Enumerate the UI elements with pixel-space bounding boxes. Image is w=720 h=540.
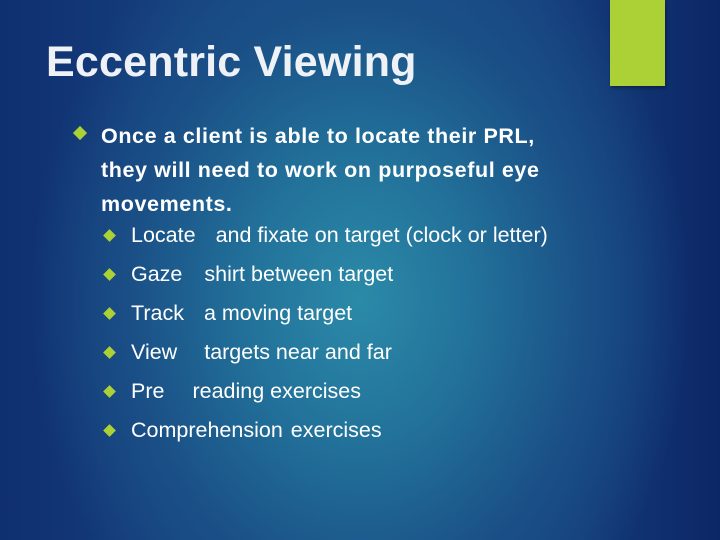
diamond-bullet-icon — [103, 268, 116, 281]
sub-bullet-rest: a moving target — [203, 301, 353, 325]
sub-bullet-text: Locate and fixate on target (clock or let… — [131, 220, 548, 250]
sub-bullet-lead: Track — [131, 301, 184, 325]
sub-bullet-lead: Locate — [131, 223, 196, 247]
diamond-bullet-icon — [103, 307, 116, 320]
diamond-bullet-icon — [103, 229, 116, 242]
sub-bullet-lead: Pre — [131, 379, 165, 403]
sub-bullet-text: Track a moving target — [131, 298, 352, 328]
diamond-bullet-icon — [72, 125, 88, 141]
accent-bar — [610, 0, 665, 86]
slide-title: Eccentric Viewing — [46, 38, 417, 86]
sub-bullet-rest: exercises — [290, 418, 382, 442]
main-bullet-text: Once a client is able to locate their PR… — [101, 124, 540, 216]
sub-bullet-lead: Comprehension — [131, 418, 283, 442]
diamond-bullet-icon — [103, 385, 116, 398]
diamond-bullet-icon — [103, 346, 116, 359]
sub-bullet-rest: and fixate on target (clock or letter) — [215, 223, 548, 247]
sub-bullet-text: Comprehension exercises — [131, 415, 382, 445]
sub-bullet-lead: View — [131, 340, 178, 364]
sub-bullet-text: View targets near and far — [131, 337, 392, 367]
sub-bullet-text: Pre reading exercises — [131, 376, 361, 406]
sub-bullet-text: Gaze shirt between target — [131, 259, 393, 289]
sub-bullet-lead: Gaze — [131, 262, 183, 286]
sub-bullet-rest: reading exercises — [192, 379, 361, 403]
sub-bullet-rest: targets near and far — [204, 340, 392, 364]
sub-bullet-rest: shirt between target — [204, 262, 394, 286]
diamond-bullet-icon — [103, 424, 116, 437]
